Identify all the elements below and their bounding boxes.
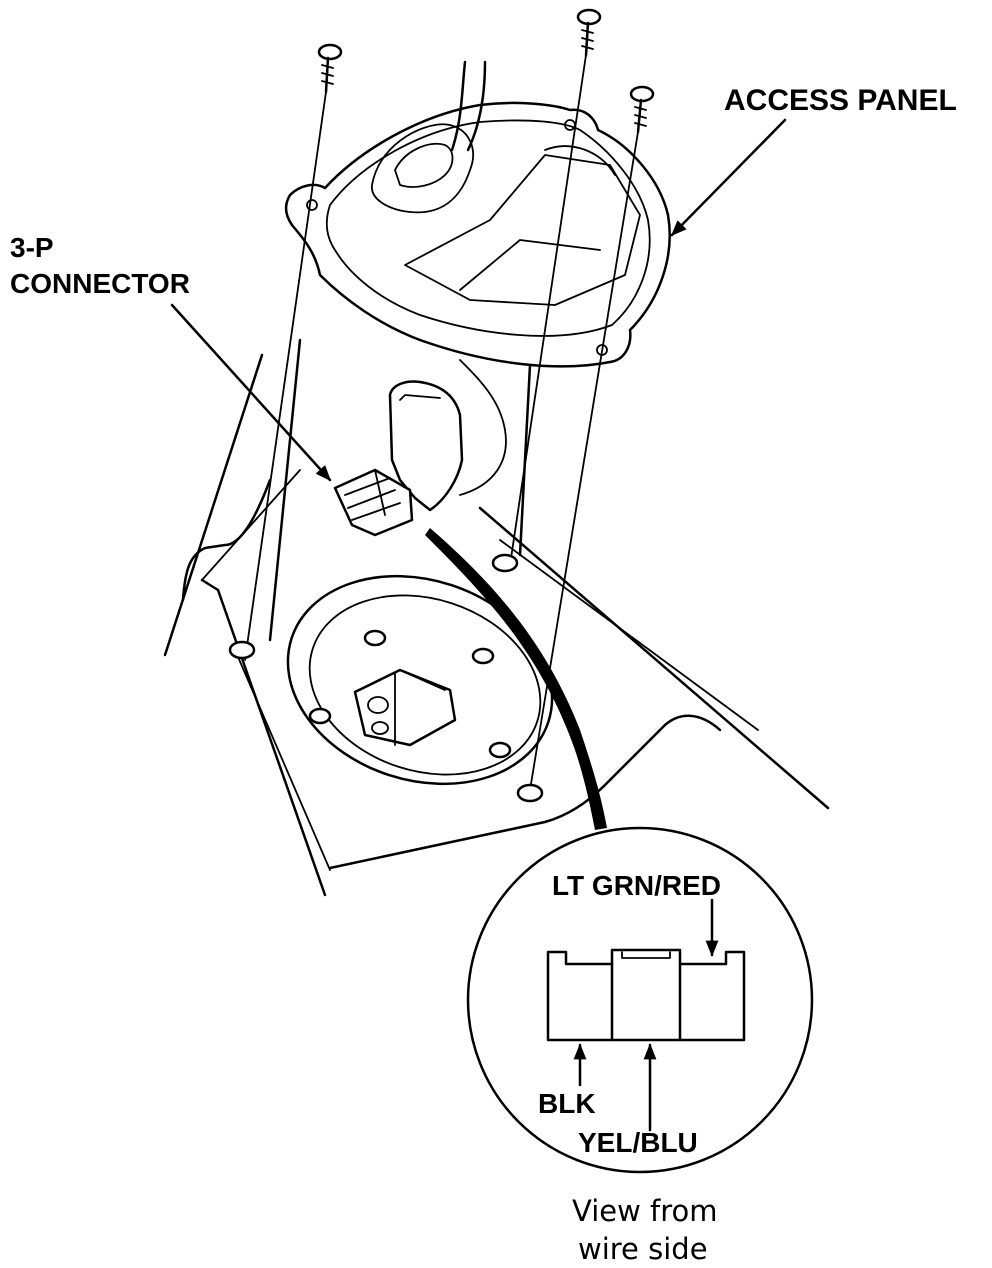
lt-grn-red-label: LT GRN/RED xyxy=(552,870,722,901)
flange-nuts xyxy=(228,553,544,803)
access-panel-label: ACCESS PANEL xyxy=(724,84,957,117)
pump-terminal-block xyxy=(353,668,457,747)
leader-lines xyxy=(170,118,787,482)
connector-face xyxy=(546,948,746,1042)
blk-label: BLK xyxy=(538,1088,596,1119)
yel-blu-label: YEL/BLU xyxy=(578,1127,698,1158)
harness-wires xyxy=(450,60,487,152)
connector-label-line2: CONNECTOR xyxy=(10,268,190,299)
caption-line2: wire side xyxy=(578,1232,708,1266)
caption-line1: View from xyxy=(572,1194,718,1228)
pump-flange xyxy=(228,553,554,803)
screw-middle xyxy=(509,8,602,566)
harness-cable xyxy=(425,528,607,830)
wire-arrows xyxy=(573,898,719,1132)
connector-label-line1: 3-P xyxy=(10,232,54,263)
screw-left xyxy=(244,43,343,661)
connector-detail-view xyxy=(466,826,814,1174)
mounting-screws xyxy=(244,8,655,791)
floor-panel xyxy=(163,353,830,897)
access-panel xyxy=(284,101,671,368)
connector-assembly xyxy=(333,380,464,537)
